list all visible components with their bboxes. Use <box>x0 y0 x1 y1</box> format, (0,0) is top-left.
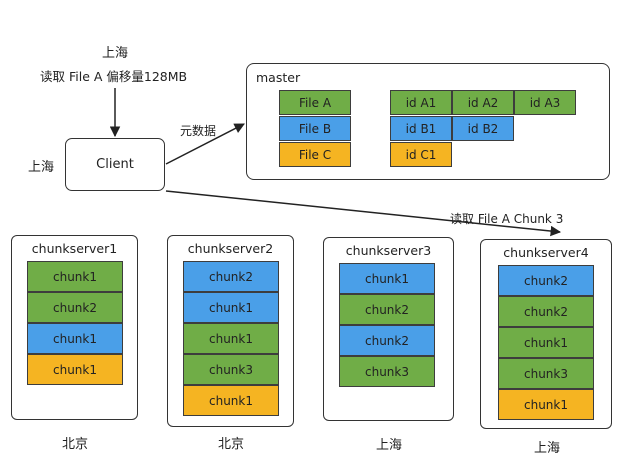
chunkserver-1: chunkserver1 chunk1 chunk2 chunk1 chunk1 <box>11 235 138 420</box>
client-location-left: 上海 <box>28 160 55 175</box>
chunkserver-2-location: 北京 <box>218 437 245 452</box>
chunk-block: chunk3 <box>183 354 279 385</box>
chunk-id-b2: id B2 <box>452 116 514 141</box>
chunk-block: chunk1 <box>27 354 123 385</box>
master-title: master <box>256 70 301 85</box>
chunk-block: chunk1 <box>27 261 123 292</box>
chunkserver-3: chunkserver3 chunk1 chunk2 chunk2 chunk3 <box>323 237 454 421</box>
chunk-block: chunk2 <box>183 261 279 292</box>
request-label: 读取 File A 偏移量128MB <box>40 69 188 84</box>
client-label: Client <box>96 157 134 172</box>
chunk-block: chunk1 <box>27 323 123 354</box>
chunk-block: chunk2 <box>27 292 123 323</box>
metadata-arrow <box>165 123 245 165</box>
file-c: File C <box>279 142 351 167</box>
chunk-block: chunk3 <box>339 356 435 387</box>
chunk-id-a3: id A3 <box>514 90 576 115</box>
chunkserver-3-location: 上海 <box>376 438 403 453</box>
chunkserver-2: chunkserver2 chunk2 chunk1 chunk1 chunk3… <box>167 235 294 427</box>
chunkserver-4-location: 上海 <box>534 441 561 456</box>
chunkserver-3-name: chunkserver3 <box>345 243 432 258</box>
chunk-block: chunk2 <box>498 296 594 327</box>
file-a: File A <box>279 90 351 115</box>
chunk-block: chunk2 <box>339 325 435 356</box>
chunk-block: chunk1 <box>498 327 594 358</box>
read-chunk-arrow <box>165 190 562 237</box>
chunk-id-a2: id A2 <box>452 90 514 115</box>
client-box: Client <box>65 138 165 191</box>
metadata-label: 元数据 <box>180 124 217 138</box>
chunk-block: chunk1 <box>183 385 279 416</box>
chunkserver-4-name: chunkserver4 <box>503 245 589 260</box>
chunk-id-b1: id B1 <box>390 116 452 141</box>
chunkserver-4: chunkserver4 chunk2 chunk2 chunk1 chunk3… <box>480 239 612 429</box>
chunk-block: chunk2 <box>498 265 594 296</box>
chunkserver-2-name: chunkserver2 <box>187 241 274 256</box>
chunkserver-1-name: chunkserver1 <box>31 241 118 256</box>
chunk-block: chunk1 <box>339 263 435 294</box>
read-chunk-label: 读取 File A Chunk 3 <box>450 212 564 226</box>
chunk-block: chunk2 <box>339 294 435 325</box>
chunk-id-c1: id C1 <box>390 142 452 167</box>
master-box: master File A id A1 id A2 id A3 File B i… <box>246 63 610 180</box>
chunk-block: chunk1 <box>183 292 279 323</box>
chunk-id-a1: id A1 <box>390 90 452 115</box>
chunk-block: chunk1 <box>183 323 279 354</box>
chunk-block: chunk1 <box>498 389 594 420</box>
file-b: File B <box>279 116 351 141</box>
chunk-block: chunk3 <box>498 358 594 389</box>
chunkserver-1-location: 北京 <box>62 437 89 452</box>
client-location-top: 上海 <box>102 46 129 61</box>
